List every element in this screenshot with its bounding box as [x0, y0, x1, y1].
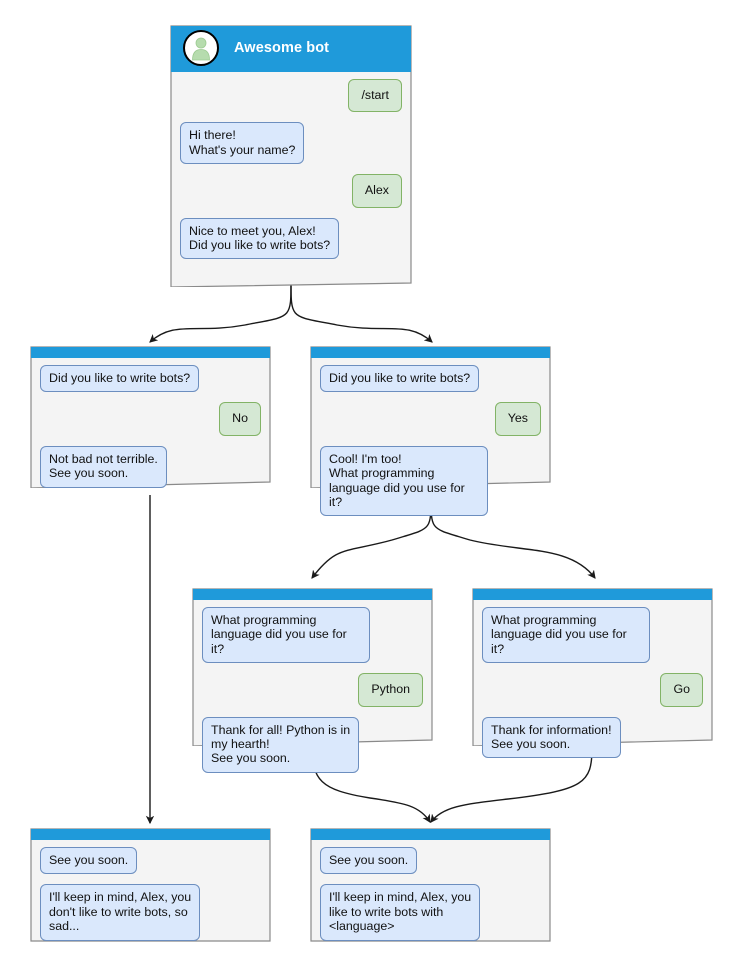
- message-row: See you soon.: [320, 847, 541, 875]
- card-end-happy-header: [310, 828, 551, 839]
- person-avatar-icon: [183, 30, 219, 66]
- bot-bubble[interactable]: See you soon.: [40, 847, 138, 875]
- edge-start-to-no: [149, 281, 292, 343]
- message-row: Thank for all! Python is in my hearth! S…: [202, 716, 423, 773]
- card-start-messages: /start Hi there! What's your name? Alex …: [170, 71, 412, 260]
- card-answer-no-messages: Did you like to write bots? No Not bad n…: [30, 357, 271, 488]
- message-row: Hi there! What's your name?: [180, 122, 402, 165]
- bot-bubble[interactable]: Thank for all! Python is in my hearth! S…: [202, 716, 360, 773]
- bot-bubble[interactable]: Not bad not terrible. See you soon.: [40, 445, 167, 488]
- card-lang-python-header: [192, 588, 433, 599]
- message-row: I'll keep in mind, Alex, you don't like …: [40, 884, 261, 941]
- card-lang-python-messages: What programming language did you use fo…: [192, 599, 433, 773]
- message-row: Did you like to write bots?: [320, 365, 541, 393]
- card-answer-yes-messages: Did you like to write bots? Yes Cool! I'…: [310, 357, 551, 517]
- user-bubble[interactable]: Yes: [494, 402, 541, 436]
- card-lang-python[interactable]: What programming language did you use fo…: [192, 588, 433, 773]
- message-row: What programming language did you use fo…: [202, 607, 423, 664]
- bot-bubble[interactable]: Did you like to write bots?: [40, 365, 200, 393]
- card-start-header: Awesome bot: [170, 25, 412, 71]
- card-lang-go-header: [472, 588, 713, 599]
- bot-bubble[interactable]: Hi there! What's your name?: [180, 122, 305, 165]
- message-row: Did you like to write bots?: [40, 365, 261, 393]
- bot-bubble[interactable]: Did you like to write bots?: [320, 365, 480, 393]
- message-row: No: [40, 402, 261, 436]
- card-end-sad-header: [30, 828, 271, 839]
- message-row: I'll keep in mind, Alex, you like to wri…: [320, 884, 541, 941]
- bot-title: Awesome bot: [234, 40, 330, 56]
- user-bubble[interactable]: Go: [660, 673, 703, 707]
- card-start[interactable]: Awesome bot /start Hi there! What's your…: [170, 25, 412, 287]
- card-end-sad[interactable]: See you soon. I'll keep in mind, Alex, y…: [30, 828, 271, 942]
- card-answer-no[interactable]: Did you like to write bots? No Not bad n…: [30, 346, 271, 488]
- bot-bubble[interactable]: Nice to meet you, Alex! Did you like to …: [180, 217, 340, 260]
- message-row: Alex: [180, 174, 402, 208]
- user-bubble[interactable]: /start: [348, 79, 402, 113]
- bot-bubble[interactable]: What programming language did you use fo…: [202, 607, 370, 664]
- bot-bubble[interactable]: See you soon.: [320, 847, 418, 875]
- message-row: Go: [482, 673, 703, 707]
- message-row: Python: [202, 673, 423, 707]
- message-row: Nice to meet you, Alex! Did you like to …: [180, 217, 402, 260]
- message-row: /start: [180, 79, 402, 113]
- bot-bubble[interactable]: Thank for information! See you soon.: [482, 716, 621, 759]
- card-answer-no-header: [30, 346, 271, 357]
- card-end-happy[interactable]: See you soon. I'll keep in mind, Alex, y…: [310, 828, 551, 942]
- message-row: Not bad not terrible. See you soon.: [40, 445, 261, 488]
- card-lang-go[interactable]: What programming language did you use fo…: [472, 588, 713, 759]
- bot-bubble[interactable]: I'll keep in mind, Alex, you like to wri…: [320, 884, 481, 941]
- bot-bubble[interactable]: Cool! I'm too! What programming language…: [320, 445, 488, 517]
- card-answer-yes[interactable]: Did you like to write bots? Yes Cool! I'…: [310, 346, 551, 517]
- edge-start-to-yes: [290, 281, 433, 343]
- bot-bubble[interactable]: What programming language did you use fo…: [482, 607, 650, 664]
- message-row: See you soon.: [40, 847, 261, 875]
- message-row: Yes: [320, 402, 541, 436]
- message-row: Cool! I'm too! What programming language…: [320, 445, 541, 517]
- user-bubble[interactable]: Alex: [351, 174, 402, 208]
- user-bubble[interactable]: Python: [358, 673, 423, 707]
- message-row: What programming language did you use fo…: [482, 607, 703, 664]
- card-end-happy-messages: See you soon. I'll keep in mind, Alex, y…: [310, 839, 551, 941]
- card-end-sad-messages: See you soon. I'll keep in mind, Alex, y…: [30, 839, 271, 941]
- card-lang-go-messages: What programming language did you use fo…: [472, 599, 713, 759]
- card-answer-yes-header: [310, 346, 551, 357]
- message-row: Thank for information! See you soon.: [482, 716, 703, 759]
- bot-bubble[interactable]: I'll keep in mind, Alex, you don't like …: [40, 884, 201, 941]
- user-bubble[interactable]: No: [219, 402, 261, 436]
